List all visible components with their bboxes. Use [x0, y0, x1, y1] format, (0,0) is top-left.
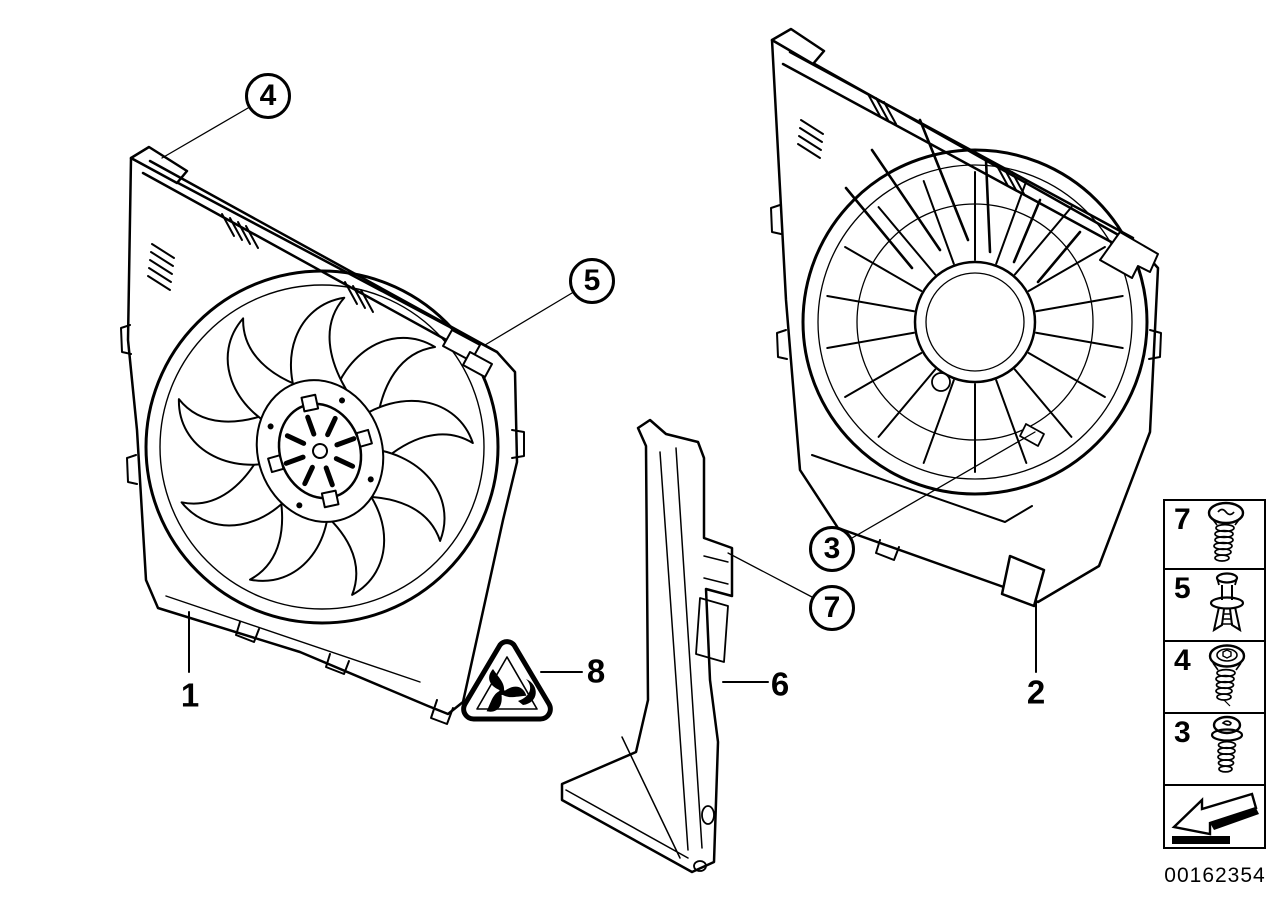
- legend-item-4-ref: 4: [1174, 644, 1191, 677]
- upper-bracket-right: [770, 27, 1159, 279]
- callout-7-label: 7: [823, 591, 841, 624]
- legend-item-4[interactable]: 4: [1163, 640, 1266, 714]
- callout-5[interactable]: 5: [569, 258, 615, 304]
- legend-item-3-ref: 3: [1174, 716, 1191, 749]
- fan-hazard-warning-triangle-icon: [461, 639, 553, 722]
- legend-item-5-ref: 5: [1174, 572, 1191, 605]
- mounting-bracket-part6: [560, 418, 734, 874]
- part-label-2[interactable]: 2: [1026, 673, 1046, 711]
- fan-assembly-part1: [120, 145, 525, 725]
- upper-bracket-part4: [129, 145, 499, 378]
- pan-head-screw-icon: [1207, 501, 1245, 562]
- part-label-1[interactable]: 1: [180, 676, 200, 714]
- callout-7[interactable]: 7: [809, 585, 855, 631]
- legend-item-5[interactable]: 5: [1163, 568, 1266, 642]
- fan-shroud-part2: [770, 27, 1162, 608]
- diagram-number: 00162354: [1164, 864, 1266, 887]
- flange-screw-icon: [1210, 715, 1244, 773]
- callout-4[interactable]: 4: [245, 73, 291, 119]
- callout-3[interactable]: 3: [809, 526, 855, 572]
- expansion-rivet-icon: [1209, 572, 1245, 633]
- leader-lines: [161, 107, 1037, 683]
- legend-item-7-ref: 7: [1174, 503, 1191, 536]
- callout-3-label: 3: [823, 532, 841, 565]
- legend-item-7[interactable]: 7: [1163, 499, 1266, 570]
- direction-arrow-box[interactable]: [1163, 784, 1266, 849]
- fastener-legend: 7 5: [1163, 499, 1266, 849]
- callout-4-label: 4: [259, 79, 277, 112]
- arrow-down-left-icon: [1171, 792, 1259, 844]
- part-label-8[interactable]: 8: [586, 652, 606, 690]
- callout-5-label: 5: [583, 264, 601, 297]
- legend-item-3[interactable]: 3: [1163, 712, 1266, 786]
- fan-hub: [255, 379, 385, 523]
- part-label-6[interactable]: 6: [770, 665, 790, 703]
- torx-screw-icon: [1208, 644, 1246, 707]
